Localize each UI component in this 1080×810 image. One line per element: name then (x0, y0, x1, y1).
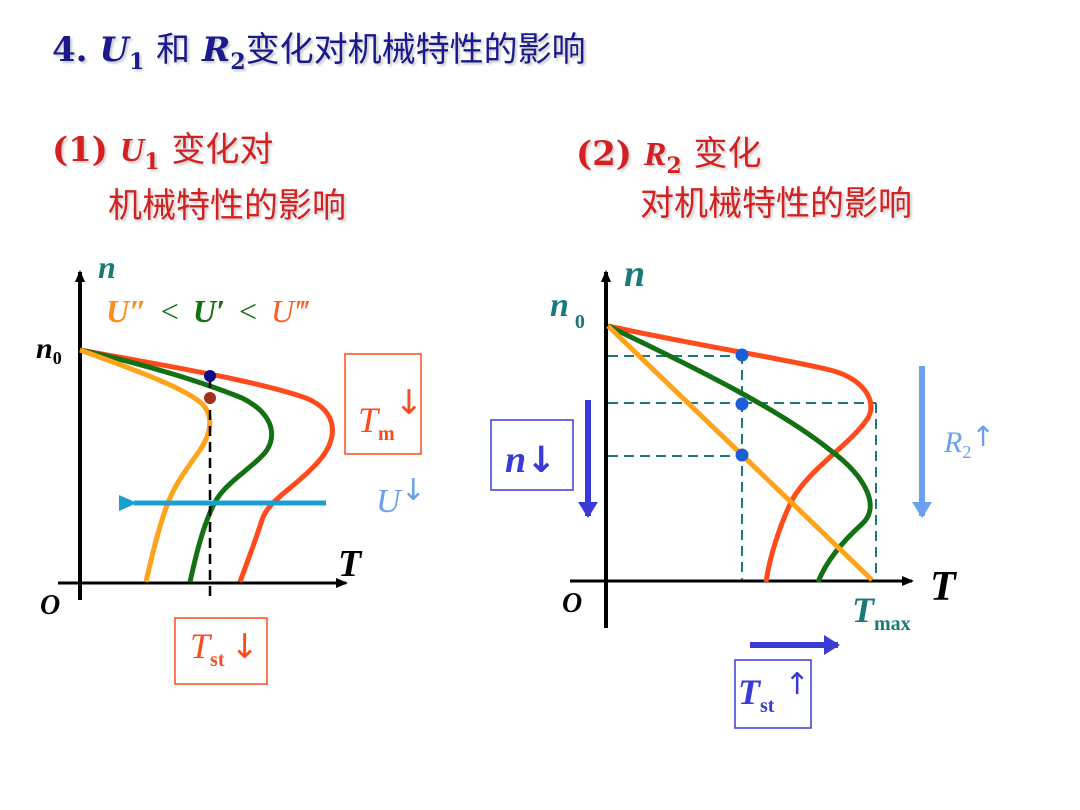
right-curve-red (607, 323, 874, 583)
slide-title: 4. U1 和 R2变化对机械特性的影响 (52, 22, 586, 75)
legend-u1: U′ (193, 293, 225, 329)
legend-lt2: < (239, 293, 257, 329)
right-tst-box (734, 659, 812, 729)
right-n-box-label: n↓ (505, 439, 556, 481)
title-r-symbol: R (202, 30, 231, 70)
right-heading-symbol: R (643, 136, 667, 173)
right-r2-main: R (943, 426, 962, 459)
left-heading-rest: 变化对 (171, 130, 274, 170)
left-tst-main: T (190, 626, 213, 666)
right-axis-x-label: T (930, 564, 958, 610)
right-dot-3 (735, 448, 749, 462)
right-n-box-arrow: ↓ (526, 440, 556, 481)
left-axis-y-label: n (98, 249, 116, 285)
right-dot-1 (735, 348, 749, 362)
left-axis-x-label: T (338, 543, 363, 585)
right-axis-y-label: n (624, 253, 645, 295)
right-tmax-label: Tmax (852, 590, 911, 635)
title-u-sub: 1 (129, 48, 145, 75)
right-heading-sub: 2 (666, 152, 682, 179)
right-tst-arrow-glyph: ↑ (784, 667, 809, 702)
left-dot-blue (204, 370, 216, 382)
left-n0-label: n0 (36, 332, 62, 368)
left-origin-label: O (40, 590, 60, 621)
left-legend: U″ < U′ < U‴ (106, 293, 309, 329)
left-tst-sub: st (210, 649, 225, 671)
left-tst-label: Tst↓ (190, 626, 259, 671)
right-dot-2 (735, 397, 749, 411)
left-curve-orange (79, 347, 213, 583)
left-heading-sub: 1 (144, 148, 160, 175)
right-origin-label: O (562, 588, 582, 619)
title-number: 4. (52, 30, 88, 70)
right-curve-green (606, 323, 873, 583)
left-tst-box (174, 617, 268, 685)
left-curve-green (79, 347, 275, 583)
right-tmax-main: T (852, 590, 876, 630)
right-tst-main: T (738, 672, 762, 712)
title-conj: 和 (156, 30, 191, 70)
title-r-sub: 2 (230, 48, 246, 75)
right-heading-line2: 对机械特性的影响 (640, 184, 912, 224)
right-n0-sub: 0 (575, 311, 585, 333)
left-u-arrow-glyph: ↓ (401, 473, 426, 508)
left-tm-box (344, 353, 422, 455)
right-heading: (2) R2 变化 (576, 126, 762, 179)
left-n0-sub: 0 (53, 348, 62, 368)
right-n-box (490, 419, 574, 491)
right-n-box-main: n (505, 439, 526, 481)
legend-lt1: < (161, 293, 179, 329)
left-n0-main: n (36, 332, 53, 365)
left-dot-brown (204, 392, 216, 404)
right-tst-sub: st (760, 695, 775, 717)
left-heading: (1) U1 变化对 (52, 122, 273, 175)
title-rest: 变化对机械特性的影响 (245, 30, 586, 70)
right-r2-sub: 2 (962, 442, 971, 462)
right-n0-main: n (550, 287, 569, 324)
right-heading-rest: 变化 (693, 134, 762, 174)
left-tm-main: T (358, 400, 381, 440)
right-r2-label: R2↑ (943, 420, 995, 462)
left-heading-prefix: (1) (52, 130, 108, 170)
right-r2-arrow-glyph: ↑ (971, 420, 994, 453)
right-heading-prefix: (2) (576, 134, 632, 174)
left-heading-line2: 机械特性的影响 (108, 186, 346, 226)
left-tst-arrow: ↓ (230, 627, 259, 667)
left-u-label: U↓ (376, 473, 426, 520)
legend-u: U‴ (271, 293, 309, 329)
left-tm-sub: m (378, 423, 395, 445)
legend-u2: U″ (106, 293, 147, 329)
left-tm-arrow: ↓ (395, 383, 424, 423)
title-u-symbol: U (99, 30, 129, 70)
left-tm-label: Tm↓ (358, 383, 423, 445)
left-heading-symbol: U (119, 132, 145, 169)
left-u-main: U (376, 483, 403, 520)
right-tmax-sub: max (874, 613, 911, 635)
right-tst-label: Tst ↑ (738, 667, 810, 717)
